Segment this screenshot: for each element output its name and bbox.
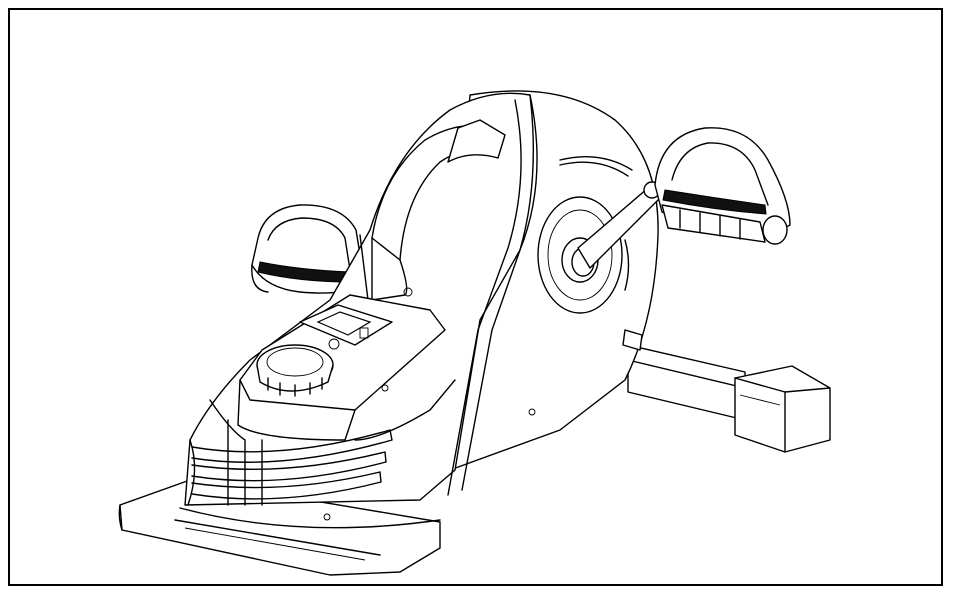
lcd-monitor [299,304,393,350]
right-pedal [654,127,791,245]
rear-foot [622,329,643,351]
rear-stabilizer-bar [627,344,831,453]
resistance-knob [256,344,334,397]
left-pedal [251,204,366,294]
